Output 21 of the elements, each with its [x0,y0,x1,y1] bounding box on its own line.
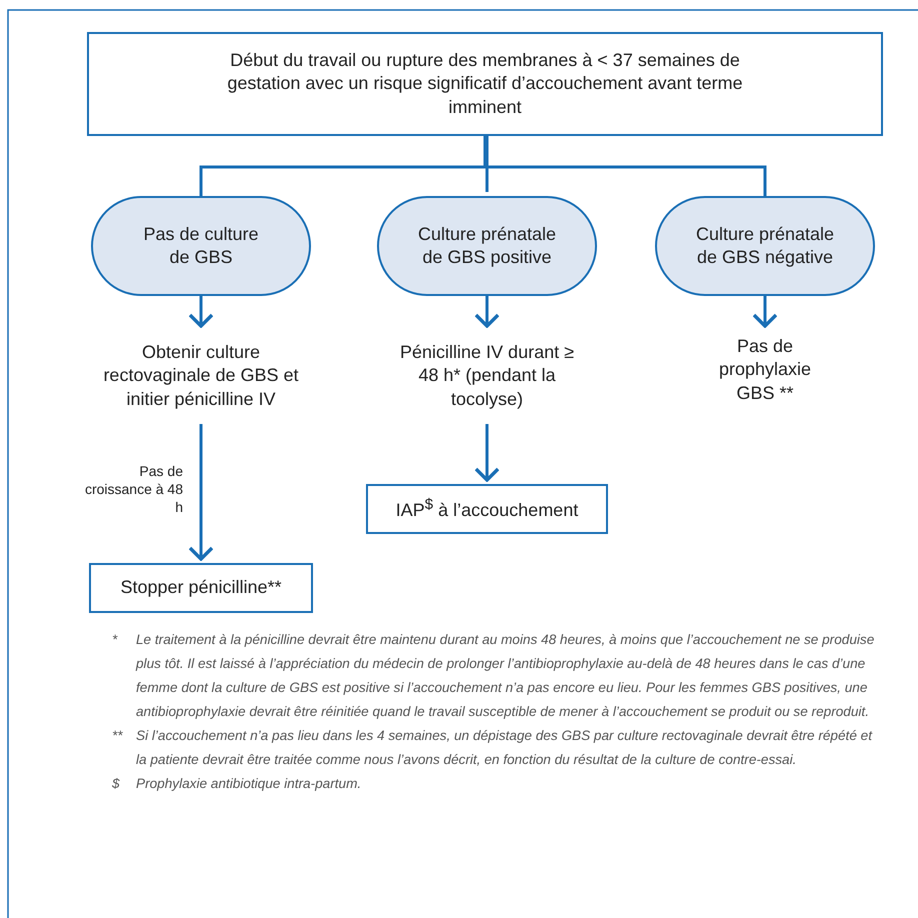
start-terminal: Culture prénatale de GBS négative [655,196,875,296]
start-terminal: Culture prénatale de GBS positive [377,196,597,296]
footnote-text: Si l’accouchement n’a pas lieu dans les 4 semaines, un dépistage des GBS par culture rectovaginale devrait être répété et la patiente devrait être traitée comme nous l’avons décrit, en fonction du résultat de la culture de contre-essai. [136,727,874,769]
process-box: Stopper pénicilline** [89,563,313,613]
step-text: Obtenir culture rectovaginale de GBS et initier pénicilline IV [101,330,301,422]
footnote-text: Prophylaxie antibiotique intra-partum. [136,775,362,793]
arrow [474,424,500,482]
process-box: IAP$^{$}$ à l’accouchement [366,484,608,534]
arrow [188,296,214,328]
connector-line [486,136,488,192]
arrow [474,296,500,328]
step-text: Pas de prophylaxie GBS ** [705,330,825,410]
arrow [752,296,778,328]
arrow [188,424,214,561]
footnote-mark: $ [112,775,121,793]
step-text: Pénicilline IV durant ≥ 48 h* (pendant la tocolyse) [392,330,582,422]
footnote-text: Le traitement à la pénicilline devrait être maintenu durant au moins 48 heures, à moins que l’accouchement ne se produise plus tôt. Il est laissé à l’appréciation du médecin de prolonger l’antibioprophylaxie au-delà de 48 heures dans le cas d’une femme dont la culture de GBS est positive si l’accouchement n’a pas encore eu lieu. Pour les femmes GBS positives, une antibioprophylaxie devrait être réinitiée quand le travail susceptible de mener à l’accouchement se produit ou se reproduit. [136,631,876,721]
process-box: Début du travail ou rupture des membranes à < 37 semaines de gestation avec un risque significatif d’accouchement avant terme imminent [87,32,883,136]
footnote-mark: ** [112,727,124,745]
start-terminal: Pas de culture de GBS [91,196,311,296]
footnote-mark: * [112,631,118,649]
